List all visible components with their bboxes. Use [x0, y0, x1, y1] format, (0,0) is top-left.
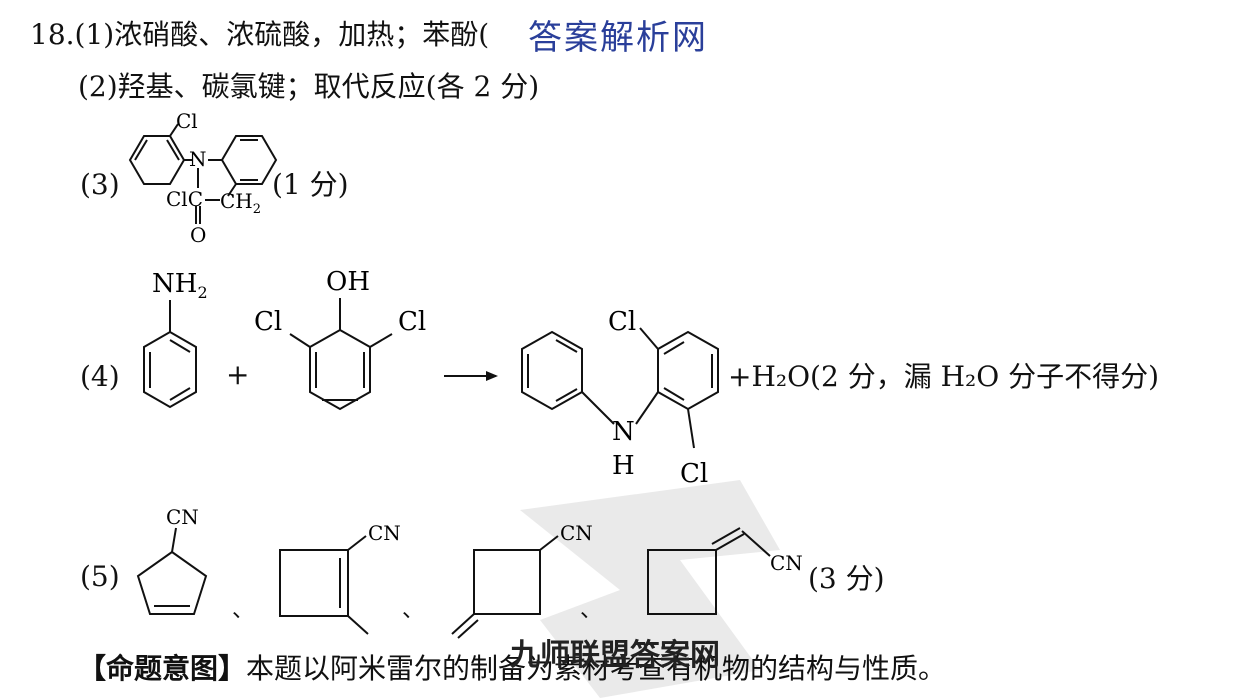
intent-line: 【命题意图】本题以阿米雷尔的制备为素材考查有机物的结构与性质。	[78, 652, 946, 686]
q18-part1: 18.(1)浓硝酸、浓硫酸，加热；苯酚(	[30, 18, 489, 52]
part3-score: (1 分)	[272, 168, 349, 201]
cn-4: CN	[770, 551, 803, 575]
separator-1: 、	[232, 598, 255, 623]
part4-label: (4)	[80, 360, 120, 393]
atom-clc: ClC	[166, 187, 203, 211]
part4-tail: +H₂O(2 分，漏 H₂O 分子不得分)	[728, 360, 1160, 393]
atom-ch2: CH2	[220, 189, 261, 217]
atom-h-product: H	[612, 451, 635, 481]
watermark-bottom: 九师联盟答案网	[510, 638, 720, 673]
atom-o: O	[190, 223, 206, 247]
q18-part2: (2)羟基、碳氯键；取代反应(各 2 分)	[78, 70, 540, 103]
background-watermark	[520, 480, 780, 698]
atom-n: N	[189, 147, 207, 171]
part3-label: (3)	[80, 168, 120, 201]
atom-nh2: NH2	[152, 269, 208, 302]
intent-bracket: 【命题意图】	[78, 652, 247, 685]
atom-cl-right: Cl	[398, 307, 426, 337]
atom-cl-left: Cl	[254, 307, 282, 337]
cn-1: CN	[166, 505, 199, 529]
separator-2: 、	[402, 598, 425, 623]
part5-label: (5)	[80, 560, 120, 593]
atom-oh: OH	[326, 267, 370, 297]
part1-text: (1)浓硝酸、浓硫酸，加热；苯酚(	[74, 18, 490, 51]
atom-cl-product-bottom: Cl	[680, 459, 708, 489]
cn-3: CN	[560, 521, 593, 545]
cn-2: CN	[368, 521, 401, 545]
intent-text: 本题以阿米雷尔的制备为素材考查有机物的结构与性质。	[246, 652, 947, 685]
watermark-top: 答案解析网	[528, 18, 708, 58]
atom-cl-top: Cl	[176, 109, 198, 133]
part5-score: (3 分)	[808, 562, 885, 595]
atom-cl-product-top: Cl	[608, 307, 636, 337]
atom-n-product: N	[612, 417, 635, 447]
plus-sign: +	[226, 358, 250, 391]
question-number: 18.	[30, 18, 75, 51]
separator-3: 、	[580, 598, 603, 623]
